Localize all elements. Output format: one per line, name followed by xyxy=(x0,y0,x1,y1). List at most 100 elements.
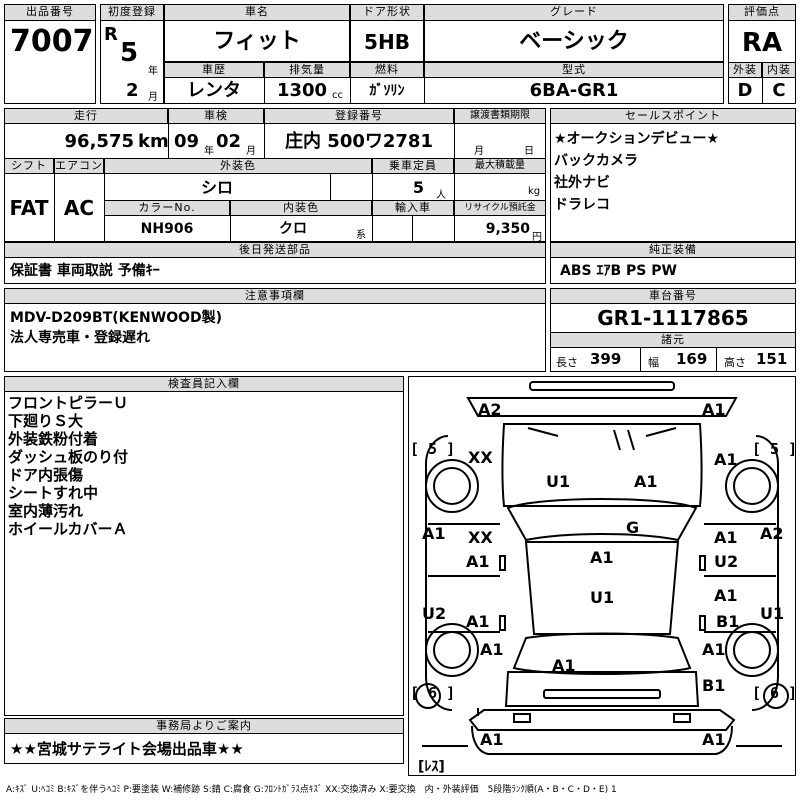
sales-point-line: ドラレコ xyxy=(554,197,610,213)
inspector-line: ダッシュ板のり付 xyxy=(8,448,129,466)
insp-month-unit: 月 xyxy=(246,146,256,157)
width-value: 169 xyxy=(676,350,708,368)
history-label: 車歴 xyxy=(164,62,264,78)
color-no-value: NH906 xyxy=(140,221,194,237)
chassis-value: GR1-1117865 xyxy=(597,306,749,330)
ac-label: エアコン xyxy=(54,158,104,174)
recycle-label: リサイクル預託金 xyxy=(454,200,546,216)
mark-a1-roof: A1 xyxy=(590,548,614,567)
load-label: 最大積載量 xyxy=(454,158,546,174)
sales-points-label: セールスポイント xyxy=(550,108,796,124)
int-color-label: 内装色 xyxy=(230,200,372,216)
capacity-label: 乗車定員 xyxy=(372,158,454,174)
car-diagram xyxy=(415,381,789,755)
fuel-value: ｶﾞｿﾘﾝ xyxy=(369,83,405,99)
transfer-day-unit: 日 xyxy=(524,146,534,157)
mark-a1-fl-door: A1 xyxy=(466,552,490,571)
mark-a1-l-side: A1 xyxy=(422,524,446,543)
load-unit: kg xyxy=(528,186,541,197)
inspector-line: フロントピラーＵ xyxy=(8,394,129,412)
year-unit: 年 xyxy=(148,66,158,77)
score-label: 評価点 xyxy=(728,4,796,21)
sales-points-list: ★オークションデビュー★ バックカメラ 社外ナビ ドラレコ xyxy=(554,128,719,216)
left-door-lines xyxy=(428,523,500,633)
color-no-label: カラーNo. xyxy=(104,200,230,216)
car-name-label: 車名 xyxy=(164,4,350,21)
history-value: レンタ xyxy=(187,80,241,101)
mark-a1-rr-fender: A1 xyxy=(702,640,726,659)
door-label: ドア形状 xyxy=(350,4,424,21)
divider xyxy=(54,158,55,242)
model-value: 6BA-GR1 xyxy=(529,80,619,101)
mark-a1-fr-door: A1 xyxy=(714,528,738,547)
score-value: RA xyxy=(741,28,783,58)
length-label: 長さ xyxy=(556,356,578,369)
note-line: MDV-D209BT(KENWOOD製) xyxy=(10,310,223,326)
note-line: 法人専売車・登録遅れ xyxy=(10,330,150,346)
legend: A:ｷｽﾞ U:ﾍｺﾐ B:ｷｽﾞを伴うﾍｺﾐ P:要塗装 W:補修跡 S:錆 … xyxy=(6,785,617,795)
door-handle xyxy=(699,615,706,631)
trunk xyxy=(504,671,700,707)
plate-label: 登録番号 xyxy=(264,108,454,124)
divider xyxy=(264,108,265,158)
divider xyxy=(330,174,331,200)
rear-lamp xyxy=(513,713,531,723)
wheel-fl xyxy=(425,459,479,513)
mirror xyxy=(763,683,789,709)
rear-plate-strip xyxy=(543,689,661,699)
tire-rl: [ 6 ] xyxy=(410,684,456,702)
door-handle xyxy=(699,555,706,571)
mark-a1-br: A1 xyxy=(702,730,726,749)
length-value: 399 xyxy=(590,350,622,368)
exterior-value: D xyxy=(737,80,753,101)
hood-lines xyxy=(527,427,677,437)
grade-label: グレード xyxy=(424,4,724,21)
insp-month: 02 xyxy=(216,131,242,152)
transfer-label: 譲渡書類期限 xyxy=(454,108,546,124)
color-label: 外装色 xyxy=(104,158,372,174)
hood-slots xyxy=(613,429,635,451)
inspector-line: ホイールカバーＡ xyxy=(8,520,128,538)
mark-a2-r-side: A2 xyxy=(760,524,784,543)
specs-label: 諸元 xyxy=(550,332,796,348)
mark-xx-fl-door: XX xyxy=(468,528,493,547)
office-value: ★★宮城サテライト会場出品車★★ xyxy=(10,740,244,758)
inspector-line: 室内薄汚れ xyxy=(8,502,84,520)
mark-b1-rr-door: B1 xyxy=(716,612,740,631)
displacement-label: 排気量 xyxy=(264,62,350,78)
front-bumper-strip xyxy=(529,381,675,391)
mileage-value: 96,575 xyxy=(64,131,134,152)
month-unit: 月 xyxy=(148,92,158,103)
door-value: 5HB xyxy=(364,30,410,54)
genuine-label: 純正装備 xyxy=(550,242,796,258)
mark-b1-rr-quarter: B1 xyxy=(702,676,726,695)
spare-tire: [ﾚｽ] xyxy=(418,759,445,775)
windshield xyxy=(506,498,698,542)
later-parts-value: 保証書 車両取説 予備ｷｰ xyxy=(10,263,160,279)
divider xyxy=(716,348,717,372)
color-value: シロ xyxy=(200,178,233,197)
wheel-rl xyxy=(425,623,479,677)
recycle-unit: 円 xyxy=(532,232,542,243)
mark-a1-rl-door: A1 xyxy=(466,612,490,631)
notes-label: 注意事項欄 xyxy=(4,288,546,304)
mark-u2-l-side: U2 xyxy=(422,604,447,623)
divider xyxy=(640,348,641,372)
score-divider xyxy=(762,62,763,104)
inspector-line: シートすれ中 xyxy=(8,484,99,502)
later-parts-label: 後日発送部品 xyxy=(4,242,546,258)
sales-point-line: 社外ナビ xyxy=(554,175,610,191)
height-value: 151 xyxy=(756,350,788,368)
mark-u1-r-side: U1 xyxy=(760,604,785,623)
shift-label: シフト xyxy=(4,158,54,174)
divider xyxy=(424,62,425,104)
rear-glass xyxy=(512,632,692,675)
wheel-fr xyxy=(725,459,779,513)
era: R xyxy=(104,24,118,45)
divider xyxy=(412,216,413,242)
interior-value: C xyxy=(772,80,786,101)
transfer-month-unit: 月 xyxy=(474,146,484,157)
front-bumper xyxy=(466,397,738,417)
divider xyxy=(350,62,351,104)
lot-number: 70070 xyxy=(10,24,96,59)
